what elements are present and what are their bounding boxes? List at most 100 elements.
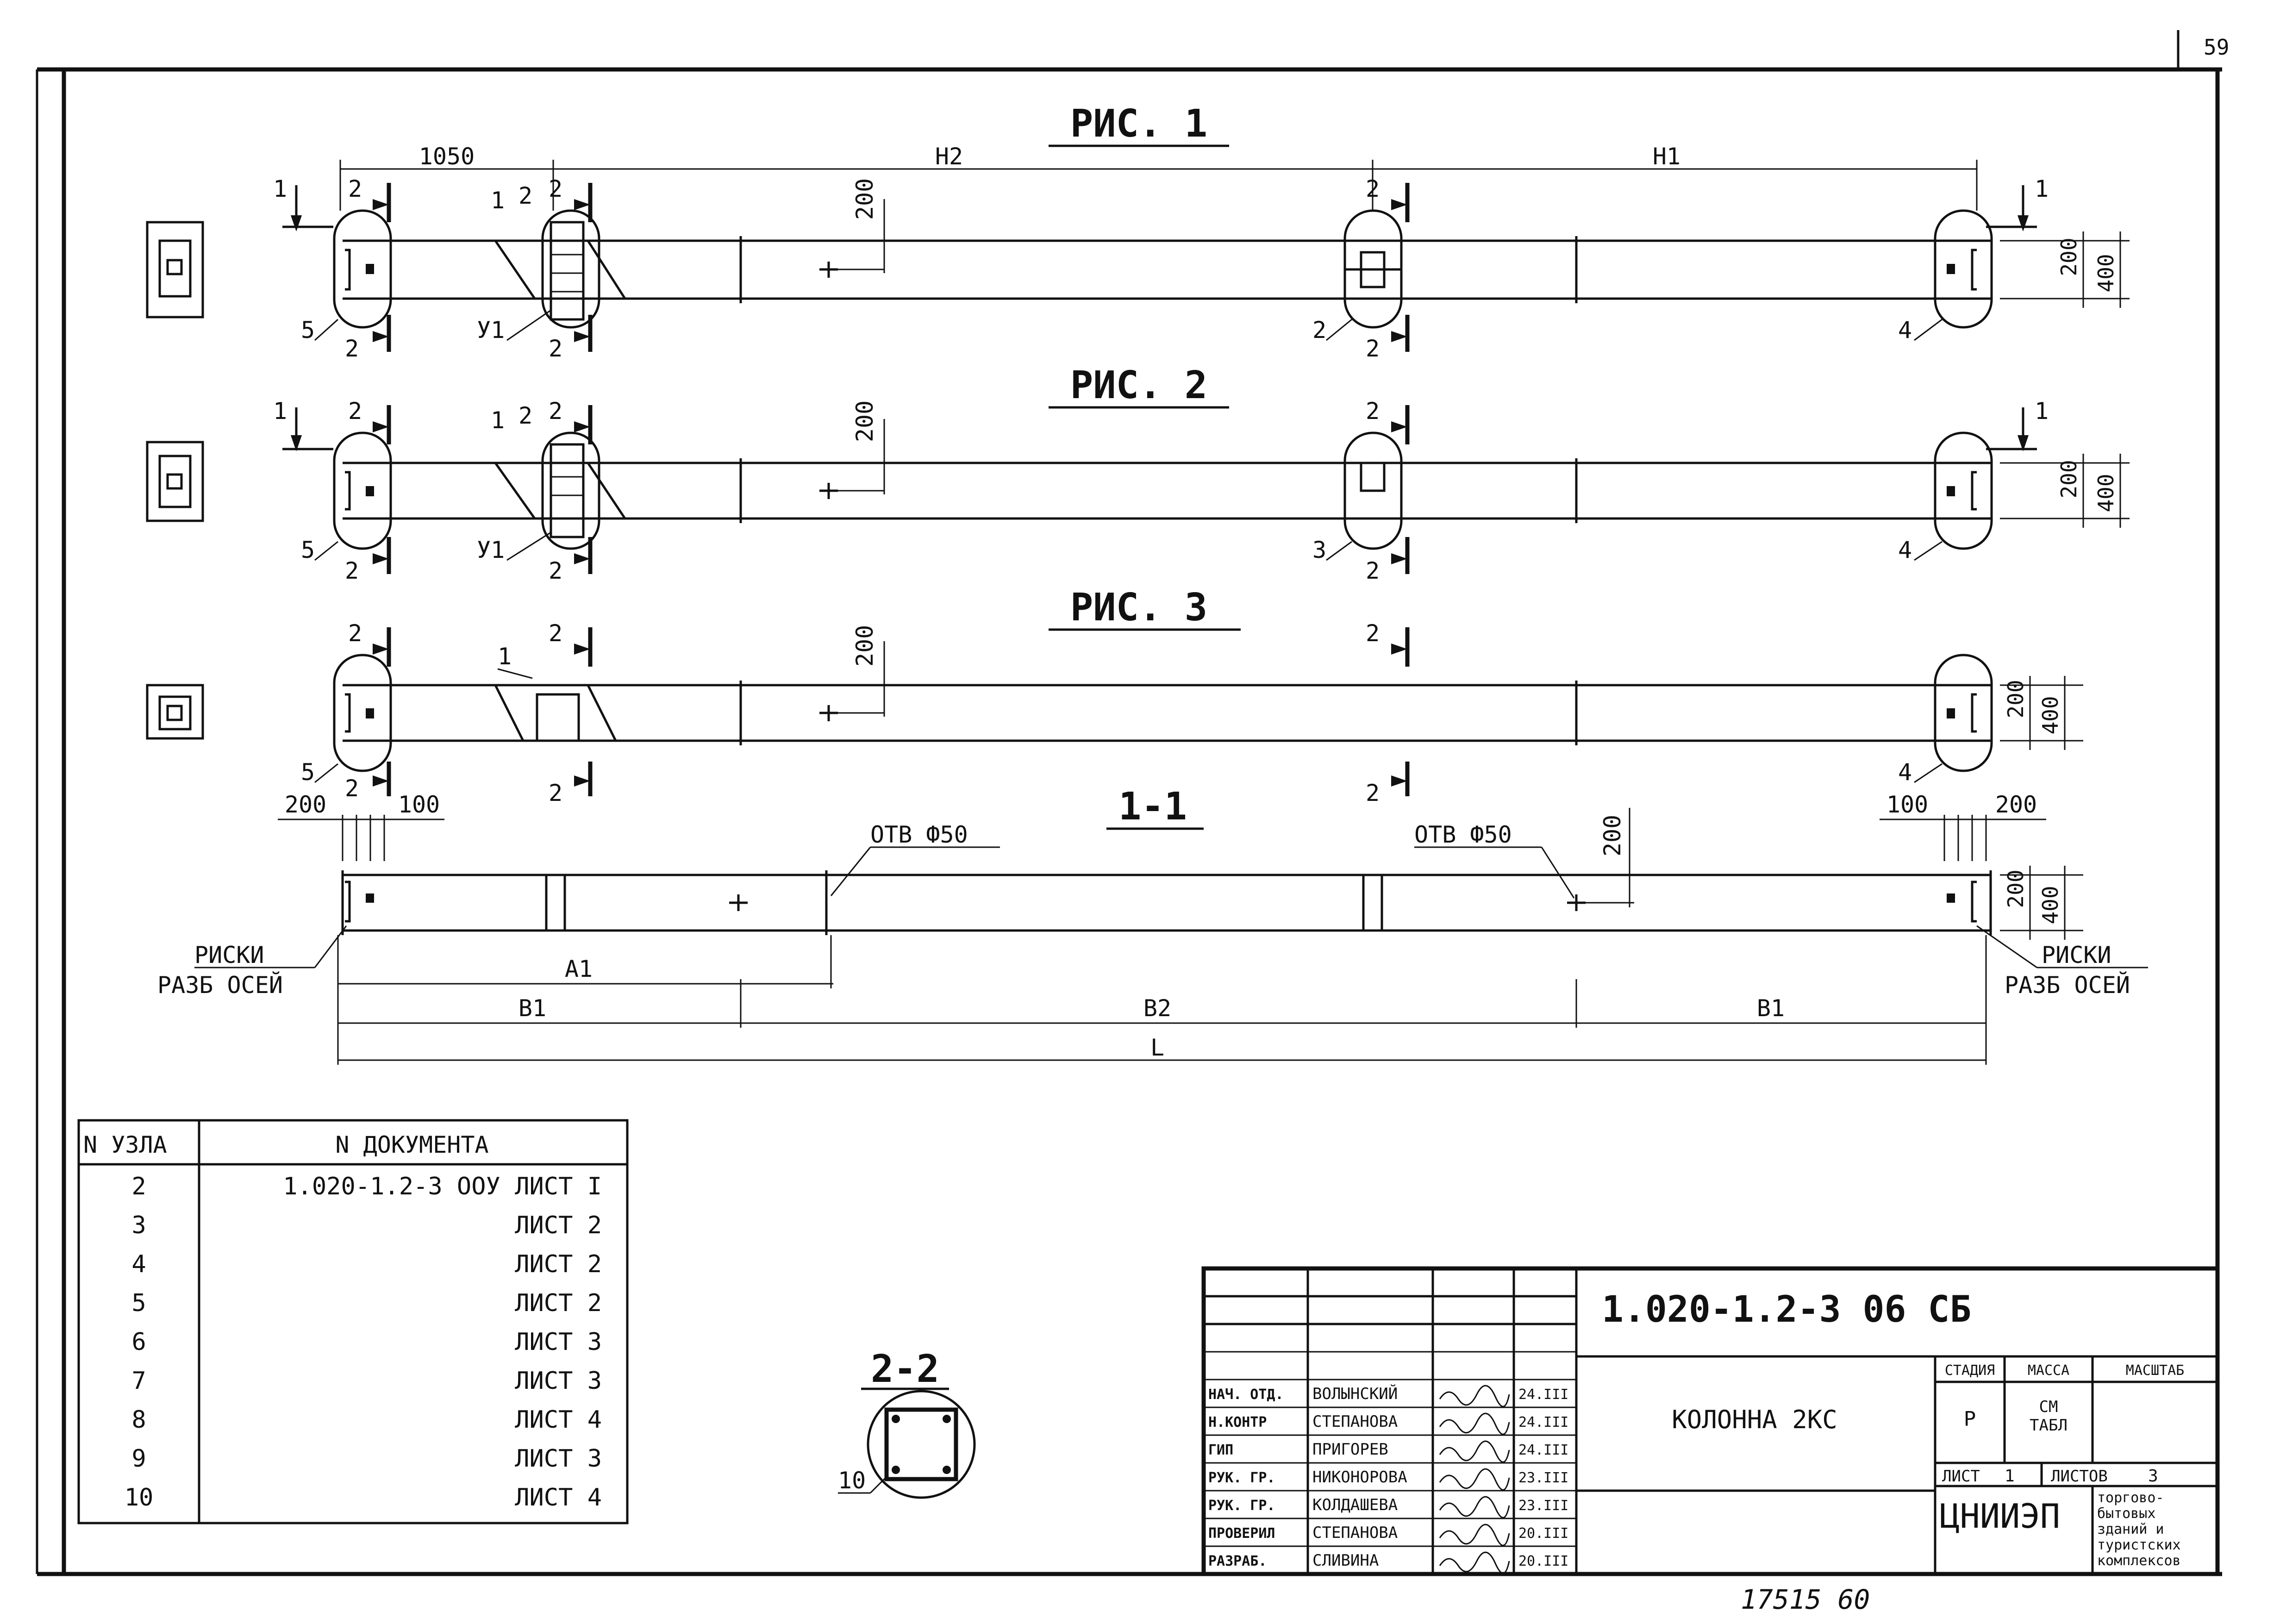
org-name: ЦНИИЭП	[1940, 1497, 2060, 1536]
fig1-end-200: 200	[2056, 237, 2081, 276]
signature-role: РАЗРАБ.	[1208, 1553, 1267, 1569]
svg-text:2: 2	[1366, 175, 1380, 202]
svg-text:2: 2	[549, 398, 562, 425]
svg-text:200: 200	[2003, 869, 2028, 908]
node-oval-start	[333, 654, 392, 772]
section-2-2-title: 2-2	[871, 1347, 939, 1391]
signature-name: СЛИВИНА	[1312, 1551, 1379, 1570]
signature-role: РУК. ГР.	[1208, 1470, 1275, 1486]
fig1-node-mid: 2	[1312, 317, 1326, 344]
signature-date: 24.III	[1518, 1442, 1568, 1458]
section-2-2: 2-2 10	[838, 1347, 976, 1499]
section-1-1: 1-1 200 100 100 200 ОТВ Ф50	[157, 785, 2148, 1065]
table-cell-doc: ЛИСТ 3	[515, 1367, 602, 1395]
s11-dim-b2: B2	[1143, 995, 1171, 1022]
table-cell-node: 9	[131, 1445, 146, 1473]
handwritten-signature	[1439, 1524, 1510, 1546]
svg-text:4: 4	[1898, 759, 1912, 786]
handwritten-signature	[1439, 1440, 1510, 1463]
mass-header: МАССА	[2028, 1362, 2069, 1379]
table-cell-doc: ЛИСТ 4	[515, 1484, 602, 1512]
table-cell-doc: ЛИСТ 2	[515, 1250, 602, 1278]
svg-text:2: 2	[549, 175, 562, 202]
table-cell-doc: ЛИСТ 3	[515, 1328, 602, 1356]
svg-text:2: 2	[1366, 620, 1380, 647]
fig2-dim-200: 200	[851, 400, 878, 442]
fig1-dim-200: 200	[851, 178, 878, 220]
sheet-footer: 17515 60	[1741, 1584, 1870, 1615]
svg-text:1: 1	[273, 398, 287, 425]
org-description-line: комплексов	[2097, 1553, 2181, 1569]
svg-text:2: 2	[345, 775, 359, 802]
svg-text:У1: У1	[477, 537, 505, 563]
doc-code: 1.020-1.2-3 06 СБ	[1602, 1289, 1971, 1330]
svg-text:400: 400	[2093, 474, 2118, 512]
stage-value: Р	[1964, 1407, 1976, 1431]
signature-name: СТЕПАНОВА	[1312, 1412, 1398, 1431]
svg-text:4: 4	[1898, 537, 1912, 563]
item-name: КОЛОННА 2КС	[1672, 1405, 1837, 1434]
s11-right-100: 100	[1886, 791, 1928, 818]
svg-text:200: 200	[2003, 680, 2028, 718]
svg-text:2: 2	[348, 398, 362, 425]
fig1-sec2-a: 2	[348, 175, 362, 202]
table-cell-node: 7	[131, 1367, 146, 1395]
signature-date: 20.III	[1518, 1525, 1568, 1542]
fig1-node-1: 1	[491, 187, 505, 214]
node-oval-bracket	[541, 209, 600, 329]
svg-text:1: 1	[498, 643, 512, 670]
table-cell-node: 4	[131, 1250, 146, 1278]
svg-text:5: 5	[301, 537, 315, 563]
fig1-dim-h2: H2	[935, 143, 963, 170]
svg-text:2: 2	[549, 620, 562, 647]
fig1-node-u1: У1	[477, 317, 505, 344]
svg-text:5: 5	[301, 759, 315, 786]
s11-hole-dim: 200	[1599, 815, 1626, 856]
node-oval-mid	[1343, 431, 1403, 550]
s11-marks-right-2: РАЗБ ОСЕЙ	[2005, 971, 2130, 999]
handwritten-signature	[1439, 1412, 1510, 1435]
svg-text:1: 1	[491, 407, 505, 434]
figure-3: РИС. 3 200 2 2 2 2 2 2	[146, 586, 2083, 806]
org-description-line: зданий и	[2097, 1521, 2164, 1537]
svg-text:2: 2	[1366, 335, 1380, 362]
node-oval-end	[1934, 209, 1993, 329]
section-2-2-node: 10	[838, 1467, 866, 1494]
table-cell-doc: ЛИСТ 2	[515, 1212, 602, 1239]
svg-text:2: 2	[549, 335, 562, 362]
fig1-node-4: 4	[1898, 317, 1912, 344]
signature-role: РУК. ГР.	[1208, 1498, 1275, 1514]
section-icon	[146, 441, 204, 522]
section-icon	[146, 221, 204, 319]
section-icon	[146, 684, 204, 740]
fig1-end-400: 400	[2093, 254, 2118, 292]
s11-hole-left: ОТВ Ф50	[870, 821, 968, 848]
svg-text:2: 2	[1366, 780, 1380, 806]
s11-left-200: 200	[285, 791, 326, 818]
section-1-1-title: 1-1	[1118, 785, 1187, 829]
svg-text:2: 2	[518, 402, 532, 429]
svg-text:2: 2	[345, 335, 359, 362]
signature-date: 24.III	[1518, 1414, 1568, 1430]
signature-name: СТЕПАНОВА	[1312, 1524, 1398, 1542]
fig1-dim-1050: 1050	[419, 143, 475, 170]
signature-role: ПРОВЕРИЛ	[1208, 1525, 1275, 1542]
mass-value-2: ТАБЛ	[2030, 1416, 2068, 1435]
signature-role: ГИП	[1208, 1442, 1233, 1458]
sheets-total: 3	[2148, 1467, 2158, 1486]
node-oval-end	[1934, 654, 1993, 772]
node-oval-start	[333, 209, 392, 329]
handwritten-signature	[1439, 1468, 1510, 1491]
node-oval-end	[1934, 431, 1993, 550]
table-cell-doc: ЛИСТ 2	[515, 1289, 602, 1317]
node-oval-start	[333, 431, 392, 550]
s11-right-200: 200	[1995, 791, 2037, 818]
table-cell-node: 6	[131, 1328, 146, 1356]
s11-left-100: 100	[398, 791, 440, 818]
signature-date: 24.III	[1518, 1387, 1568, 1403]
figure-1: РИС. 1 200	[146, 102, 2130, 362]
signature-role: НАЧ. ОТД.	[1208, 1387, 1284, 1403]
svg-text:2: 2	[345, 557, 359, 584]
table-cell-node: 3	[131, 1212, 146, 1239]
